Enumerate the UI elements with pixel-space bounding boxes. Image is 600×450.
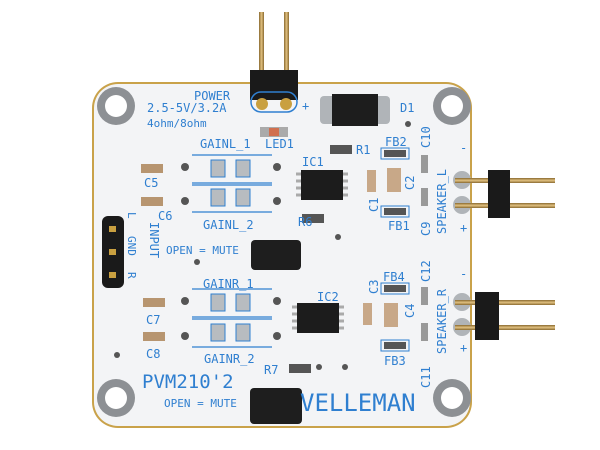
mute-jumper-bottom[interactable] — [250, 388, 302, 424]
speaker-left-minus: - — [460, 141, 467, 155]
label-c11: C11 — [419, 366, 433, 388]
label-r7: R7 — [264, 363, 278, 377]
label-fb3: FB3 — [384, 354, 406, 368]
speaker-right-header[interactable] — [453, 292, 555, 340]
label-gainl1: GAINL_1 — [200, 137, 251, 151]
vias — [114, 121, 411, 370]
label-c6: C6 — [158, 209, 172, 223]
smd-components — [141, 127, 428, 373]
label-gainr1: GAINR_1 — [203, 277, 254, 291]
label-led1: LED1 — [265, 137, 294, 151]
input-pin-l: L — [125, 212, 138, 219]
power-header[interactable] — [250, 12, 298, 113]
label-c1: C1 — [367, 198, 381, 212]
mute-label-bottom: OPEN = MUTE — [164, 397, 237, 410]
power-label: POWER — [194, 89, 231, 103]
speaker-left-plus: + — [460, 221, 467, 235]
input-pin-gnd: GND — [125, 236, 138, 256]
ic1-chip — [296, 170, 348, 200]
label-c10: C10 — [419, 126, 433, 148]
label-c3: C3 — [367, 280, 381, 294]
label-fb1: FB1 — [388, 219, 410, 233]
plus-power: + — [302, 99, 309, 113]
label-c2: C2 — [403, 176, 417, 190]
speaker-right-label: SPEAKER_R — [435, 288, 449, 354]
label-fb2: FB2 — [385, 135, 407, 149]
speaker-left-header[interactable] — [453, 170, 555, 218]
label-c9: C9 — [419, 222, 433, 236]
mute-label-top: OPEN = MUTE — [166, 244, 239, 257]
input-label: INPUT — [147, 222, 161, 258]
speaker-left-label: SPEAKER_L — [435, 169, 449, 234]
label-ic1: IC1 — [302, 155, 324, 169]
gain-pads — [210, 159, 251, 342]
brand-logo: VELLEMAN — [300, 389, 416, 417]
mounting-holes — [97, 87, 471, 417]
model-label: PVM210'2 — [142, 371, 234, 393]
speaker-right-minus: - — [460, 267, 467, 281]
label-ic2: IC2 — [317, 290, 339, 304]
power-spec: 2.5-5V/3.2A — [147, 101, 227, 115]
label-r1: R1 — [356, 143, 370, 157]
impedance-label: 4ohm/8ohm — [147, 117, 207, 130]
label-fb4: FB4 — [383, 270, 405, 284]
label-c12: C12 — [419, 260, 433, 282]
label-c5: C5 — [144, 176, 158, 190]
label-c8: C8 — [146, 347, 160, 361]
label-r6: R6 — [298, 215, 312, 229]
mute-jumper-top[interactable] — [251, 240, 301, 270]
input-header[interactable] — [102, 216, 124, 288]
label-c4: C4 — [403, 304, 417, 318]
gain-outlines — [192, 154, 272, 348]
label-gainr2: GAINR_2 — [204, 352, 255, 366]
ic2-chip — [292, 303, 344, 333]
input-pin-r: R — [125, 272, 138, 279]
speaker-right-plus: + — [460, 341, 467, 355]
label-d1: D1 — [400, 101, 414, 115]
label-c7: C7 — [146, 313, 160, 327]
label-gainl2: GAINL_2 — [203, 218, 254, 232]
diode-body — [332, 94, 378, 126]
